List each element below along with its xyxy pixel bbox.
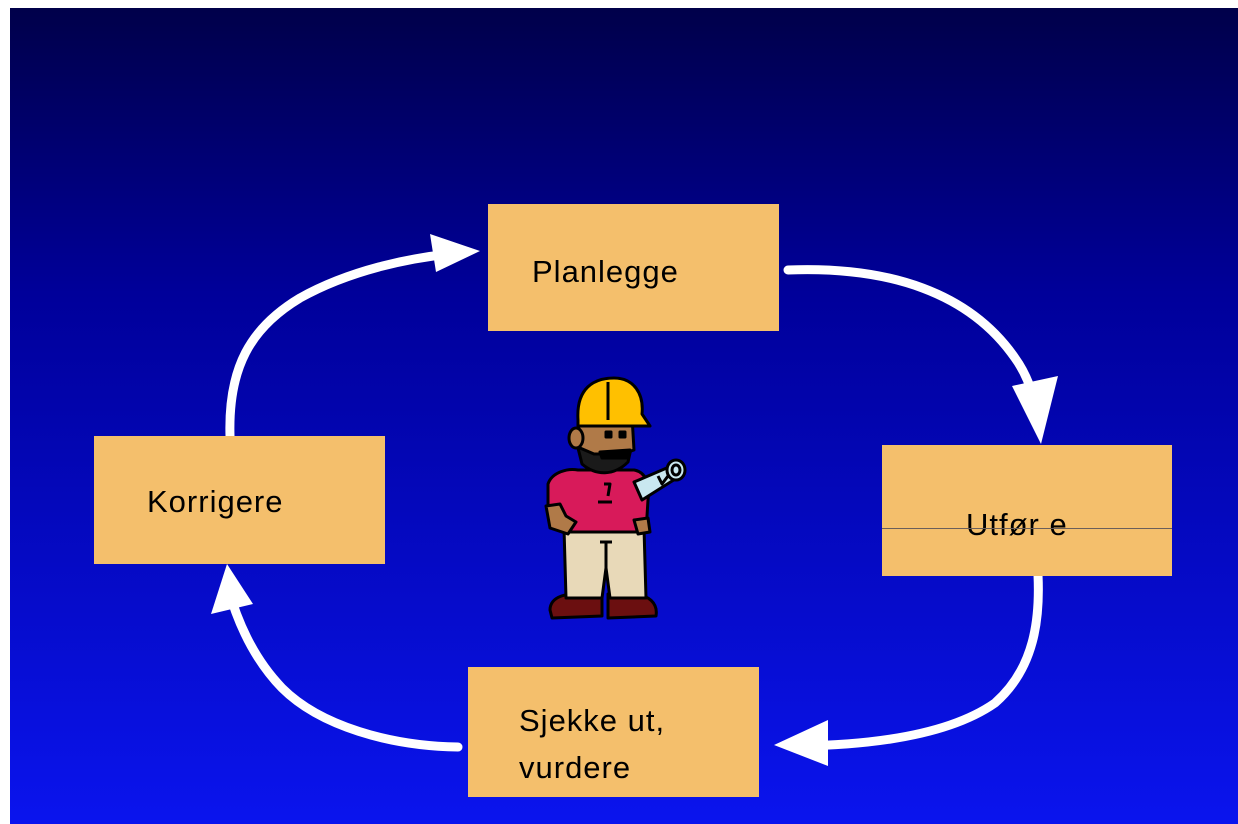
box-divider-line <box>882 528 1172 529</box>
step-box-execute: Utfør e <box>882 445 1172 576</box>
arrowhead-plan-to-execute <box>1012 376 1058 444</box>
step-box-plan: Planlegge <box>488 204 779 331</box>
step-label-check: Sjekke ut, vurdere <box>519 703 666 785</box>
step-box-check: Sjekke ut, vurdere <box>468 667 759 797</box>
slide-background: Planlegge Utfør e Sjekke ut, vurdere Kor… <box>10 8 1238 824</box>
construction-worker-with-blueprint-icon <box>544 376 687 620</box>
cycle-arrows <box>211 234 1058 766</box>
arrow-plan-to-execute <box>783 265 1043 423</box>
step-label-execute: Utfør e <box>966 507 1068 542</box>
step-label-plan: Planlegge <box>532 254 679 289</box>
step-label-correct: Korrigere <box>147 484 284 519</box>
arrow-correct-to-plan <box>225 249 455 441</box>
arrowhead-execute-to-check <box>774 720 828 766</box>
arrow-execute-to-check <box>795 570 1043 751</box>
arrowhead-correct-to-plan <box>430 234 480 272</box>
step-box-correct: Korrigere <box>94 436 385 564</box>
arrowhead-check-to-correct <box>211 564 253 614</box>
arrow-check-to-correct <box>223 583 463 752</box>
